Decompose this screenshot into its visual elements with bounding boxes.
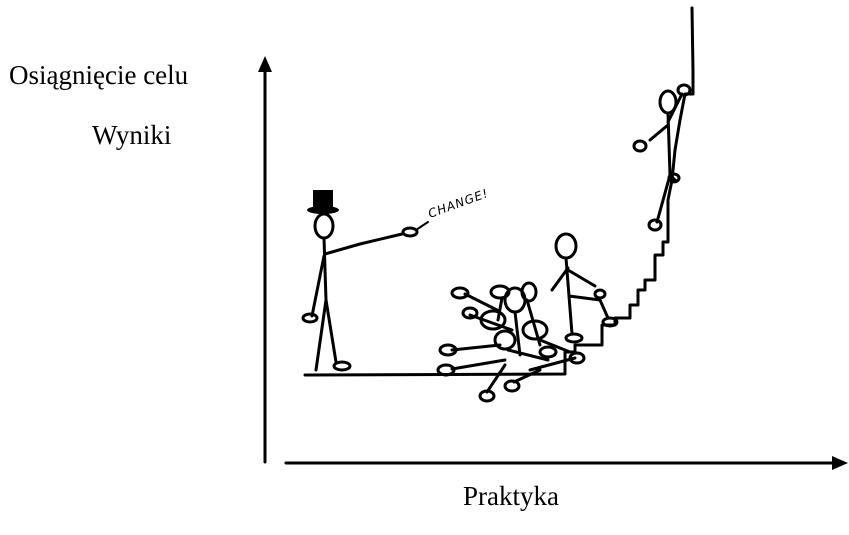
climbing-figure-low bbox=[550, 232, 619, 344]
y-axis-arrowhead bbox=[258, 56, 272, 72]
x-axis bbox=[284, 456, 848, 470]
speech-text-change: CHANGE! bbox=[426, 186, 490, 221]
x-axis-arrowhead bbox=[832, 456, 848, 470]
staircase-curve bbox=[303, 6, 695, 377]
top-hat-figure bbox=[301, 190, 419, 372]
x-axis-label-practice: Praktyka bbox=[463, 481, 559, 511]
y-axis-label-goal: Osiągnięcie celu bbox=[9, 60, 189, 90]
top-hat-icon bbox=[313, 190, 333, 210]
climbing-figure-top bbox=[632, 83, 692, 232]
y-axis-label-results: Wyniki bbox=[92, 120, 172, 150]
y-axis bbox=[258, 56, 272, 464]
fallen-figures-pile bbox=[436, 281, 586, 403]
